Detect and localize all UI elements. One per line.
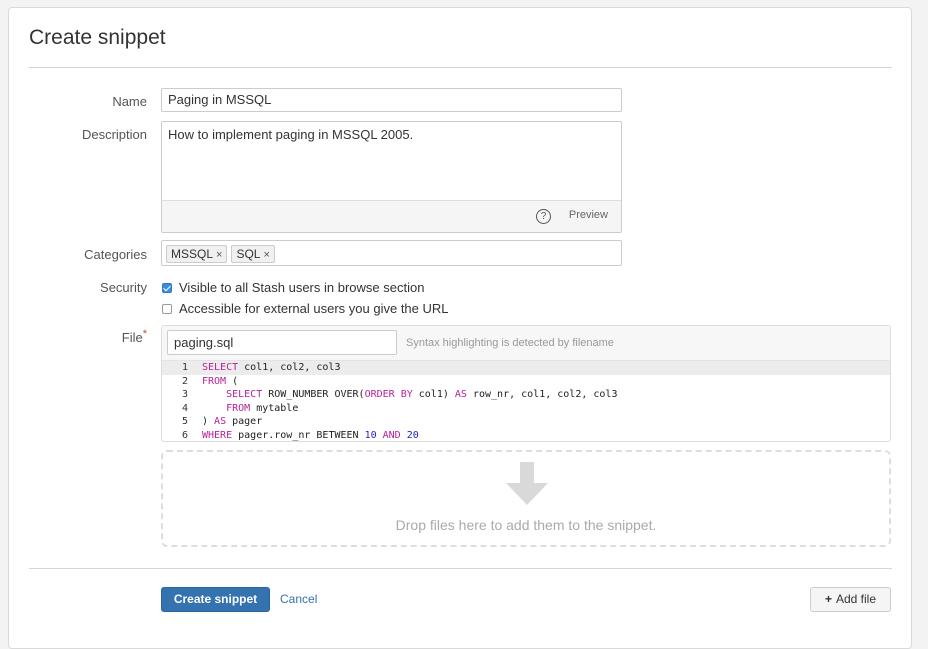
categories-label: Categories <box>84 247 147 262</box>
file-editor: paging.sql Syntax highlighting is detect… <box>161 325 891 442</box>
filename-value: paging.sql <box>174 335 234 350</box>
checkbox-checked-icon[interactable] <box>162 282 172 293</box>
code-text: FROM mytable <box>226 402 299 414</box>
filename-input[interactable]: paging.sql <box>167 330 397 355</box>
code-line: 6 WHERE pager.row_nr BETWEEN 10 AND 20 <box>162 429 890 442</box>
code-line: 1 SELECT col1, col2, col3 <box>162 361 890 375</box>
code-editor[interactable]: 1 SELECT col1, col2, col3 2 FROM ( 3 SEL… <box>162 361 890 442</box>
line-number: 6 <box>181 429 188 441</box>
code-line: 2 FROM ( <box>162 375 890 389</box>
line-number: 4 <box>181 402 188 414</box>
description-textarea[interactable]: How to implement paging in MSSQL 2005. ?… <box>161 121 622 233</box>
category-tag: MSSQL× <box>166 245 228 263</box>
help-icon[interactable]: ? <box>536 209 551 224</box>
add-file-button[interactable]: +Add file <box>810 587 891 612</box>
code-line: 4 FROM mytable <box>162 402 890 416</box>
description-label: Description <box>81 127 147 142</box>
line-number: 3 <box>181 389 188 400</box>
header-divider <box>29 67 892 68</box>
page-title: Create snippet <box>29 26 166 49</box>
down-arrow-icon <box>520 462 534 483</box>
security-label: Security <box>100 280 147 295</box>
description-value: How to implement paging in MSSQL 2005. <box>168 127 414 142</box>
code-line: 3 SELECT ROW_NUMBER OVER(ORDER BY col1) … <box>162 388 890 402</box>
preview-button[interactable]: Preview <box>568 209 608 221</box>
visible-to-all-checkbox[interactable]: Visible to all Stash users in browse sec… <box>162 280 424 295</box>
syntax-hint: Syntax highlighting is detected by filen… <box>406 337 614 349</box>
file-label-text: File <box>121 330 143 345</box>
name-input[interactable]: Paging in MSSQL <box>161 88 622 112</box>
plus-icon: + <box>824 592 832 606</box>
line-number: 1 <box>181 362 188 373</box>
add-file-label: Add file <box>835 592 877 606</box>
footer-divider <box>29 568 892 569</box>
code-line: 5 ) AS pager <box>162 415 890 429</box>
dropzone-text: Drop files here to add them to the snipp… <box>395 517 657 533</box>
required-marker: * <box>142 328 147 340</box>
line-number: 5 <box>181 416 188 427</box>
file-header: paging.sql Syntax highlighting is detect… <box>162 326 890 361</box>
categories-input[interactable]: MSSQL×SQL× <box>161 240 622 266</box>
cancel-link[interactable]: Cancel <box>280 592 318 606</box>
code-text: FROM ( <box>202 375 239 387</box>
tag-label: MSSQL <box>171 247 214 261</box>
code-text: WHERE pager.row_nr BETWEEN 10 AND 20 <box>202 429 419 441</box>
remove-tag-icon[interactable]: × <box>216 249 223 261</box>
name-label: Name <box>112 94 147 109</box>
down-arrow-icon-head <box>506 483 548 505</box>
remove-tag-icon[interactable]: × <box>263 249 270 261</box>
code-text: SELECT ROW_NUMBER OVER(ORDER BY col1) AS… <box>226 389 618 400</box>
tag-label: SQL <box>236 247 261 261</box>
description-footer: ? Preview <box>162 200 621 232</box>
line-number: 2 <box>181 375 188 387</box>
file-dropzone[interactable]: Drop files here to add them to the snipp… <box>161 450 891 547</box>
name-value: Paging in MSSQL <box>168 92 272 107</box>
code-text: SELECT col1, col2, col3 <box>202 362 341 373</box>
category-tag: SQL× <box>231 245 275 263</box>
checkbox-unchecked-icon[interactable] <box>162 303 172 314</box>
checkbox-label: Accessible for external users you give t… <box>179 301 449 316</box>
external-access-checkbox[interactable]: Accessible for external users you give t… <box>162 301 449 316</box>
checkbox-label: Visible to all Stash users in browse sec… <box>179 280 425 295</box>
create-snippet-button[interactable]: Create snippet <box>161 587 270 612</box>
code-text: ) AS pager <box>202 416 263 427</box>
file-label: File* <box>7 328 147 345</box>
